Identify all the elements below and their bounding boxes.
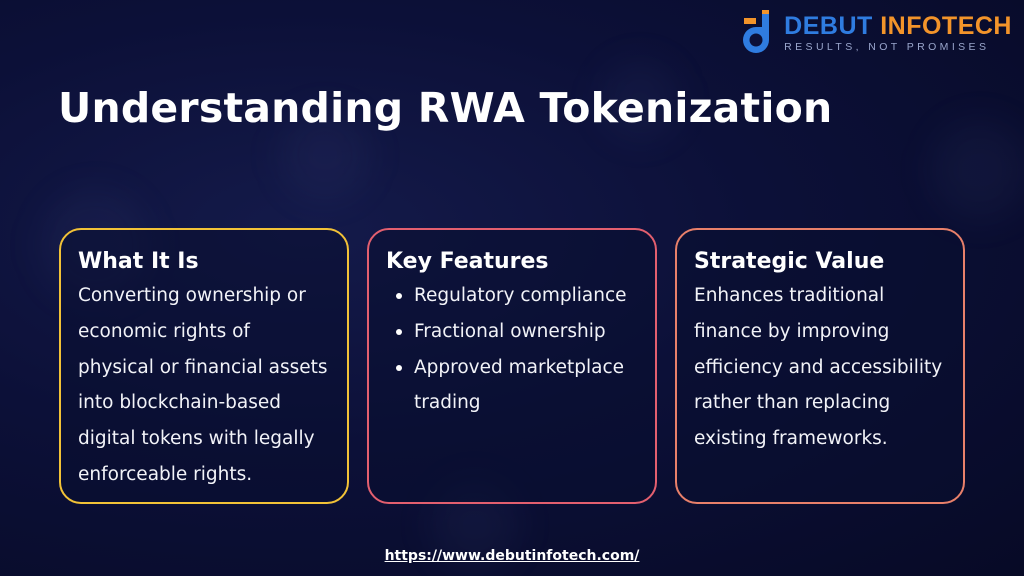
background-glow (600, 60, 680, 140)
card-body: Converting ownership or economic rights … (78, 278, 331, 493)
card-line: rather than replacing (694, 392, 891, 414)
card-heading: What It Is (78, 249, 199, 274)
card-what-it-is: What It Is Converting ownership or econo… (59, 228, 349, 504)
feature-list: Regulatory compliance Fractional ownersh… (386, 278, 639, 421)
card-line: digital tokens with legally (78, 428, 315, 450)
card-heading: Strategic Value (694, 249, 885, 274)
brand-name-part1: DEBUT (784, 12, 873, 40)
card-heading: Key Features (386, 249, 549, 274)
card-line: Converting ownership or (78, 285, 306, 306)
background-glow (930, 120, 1024, 220)
card-line: finance by improving (694, 320, 890, 342)
brand-name-part2: INFOTECH (880, 12, 1012, 40)
page-title: Understanding RWA Tokenization (58, 84, 833, 132)
card-line: efficiency and accessibility (694, 356, 943, 378)
brand-name: DEBUT INFOTECH (784, 13, 1012, 39)
card-line: into blockchain-based (78, 392, 282, 414)
card-body: Enhances traditional finance by improvin… (694, 278, 947, 457)
card-line: economic rights of (78, 320, 250, 342)
card-line: physical or financial assets (78, 356, 328, 378)
background-glow (280, 110, 370, 200)
list-item: Regulatory compliance (388, 278, 639, 314)
list-item: Fractional ownership (388, 314, 639, 350)
card-line: enforceable rights. (78, 463, 253, 485)
card-key-features: Key Features Regulatory compliance Fract… (367, 228, 657, 504)
card-line: Enhances traditional (694, 285, 885, 306)
debut-logo-icon (743, 10, 770, 53)
website-link[interactable]: https://www.debutinfotech.com/ (384, 548, 640, 564)
card-line: existing frameworks. (694, 428, 888, 450)
brand-tagline: RESULTS, NOT PROMISES (784, 41, 990, 53)
brand-logo: DEBUT INFOTECH RESULTS, NOT PROMISES (736, 10, 1012, 56)
card-strategic-value: Strategic Value Enhances traditional fin… (675, 228, 965, 504)
